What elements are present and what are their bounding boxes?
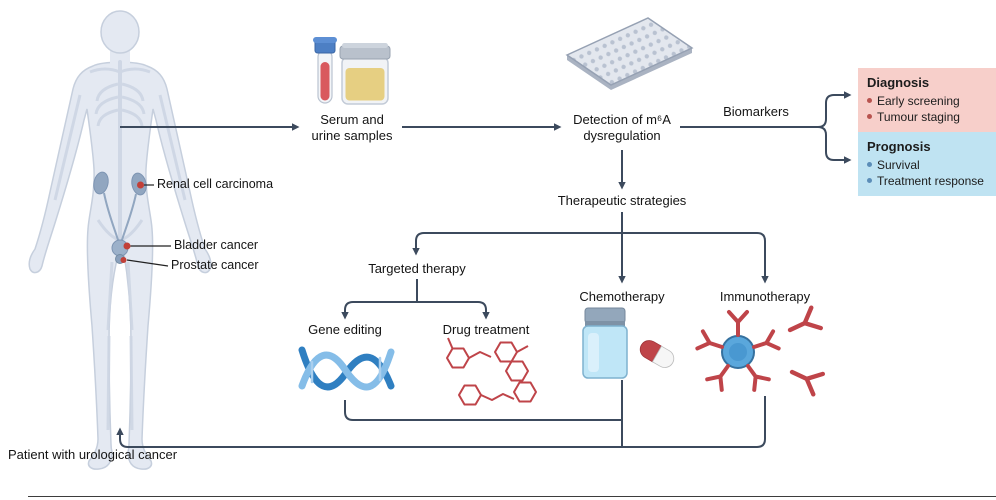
targeted-therapy-label: Targeted therapy [368,261,466,276]
line-gene-editing-return [344,400,622,421]
prognosis-item-label: Treatment response [877,173,984,188]
diagnosis-title: Diagnosis [867,75,930,90]
bullet-icon [867,114,872,120]
arrow-return-to-patient [116,396,766,448]
tumor-dot-bladder [123,242,131,250]
prognosis-item: Treatment response [867,173,988,189]
annotation-leader-lines [126,184,171,267]
bullet-icon [867,98,872,104]
detection-label: Detection of m⁶A dysregulation [573,112,671,144]
samples-label: Serum and urine samples [311,112,393,144]
prognosis-title: Prognosis [867,139,931,154]
urine-sample-jar-icon [339,43,391,105]
diagnosis-item: Tumour staging [867,109,988,125]
immune-cell-antibody-icon [695,305,825,397]
antibody-icon [787,305,825,397]
arrow-therapeutic-to-targeted [412,232,622,256]
bottom-rule [28,496,996,497]
pill-bottle-icon [582,307,628,379]
diagnosis-item: Early screening [867,93,988,109]
bladder-cancer-label: Bladder cancer [174,238,259,252]
patient-caption: Patient with urological cancer [8,447,178,462]
tumor-dot-renal [137,181,144,189]
arrow-targeted-to-drug-treatment [417,301,490,320]
dna-helix-icon [298,346,395,391]
prostate-cancer-label: Prostate cancer [171,258,259,272]
skeleton-detail [53,60,187,431]
diagnosis-box: Diagnosis Early screening Tumour staging [858,68,996,132]
flow-arrows [116,91,852,448]
test-tube-icon [313,37,337,104]
patient-figure [28,10,212,470]
capsule-icon [639,340,675,368]
body-head [100,10,140,54]
arrow-therapeutic-to-immunotherapy [622,232,769,284]
therapeutic-strategies-label: Therapeutic strategies [557,193,687,208]
immunotherapy-label: Immunotherapy [719,289,811,304]
bullet-icon [867,178,872,184]
bullet-icon [867,162,872,168]
chemotherapy-label: Chemotherapy [579,289,665,304]
ureters [103,192,137,244]
prognosis-item-label: Survival [877,157,920,172]
arrow-biomarkers-to-prognosis [812,126,852,164]
diagnosis-item-label: Early screening [877,93,960,108]
renal-cell-carcinoma-label: Renal cell carcinoma [157,177,274,191]
tumor-dot-prostate [120,257,127,263]
prognosis-item: Survival [867,157,988,173]
arrow-targeted-to-gene-editing [341,301,417,320]
kidney-icon [93,171,109,195]
drug-molecules-icon [446,337,537,406]
arrow-biomarkers-to-diagnosis [812,91,852,128]
gene-editing-label: Gene editing [308,322,382,337]
prognosis-box: Prognosis Survival Treatment response [858,132,996,196]
drug-treatment-label: Drug treatment [442,322,530,337]
biomarkers-label: Biomarkers [723,104,789,119]
microplate-icon [565,17,694,90]
urinary-system [93,171,147,264]
diagnosis-item-label: Tumour staging [877,109,960,124]
